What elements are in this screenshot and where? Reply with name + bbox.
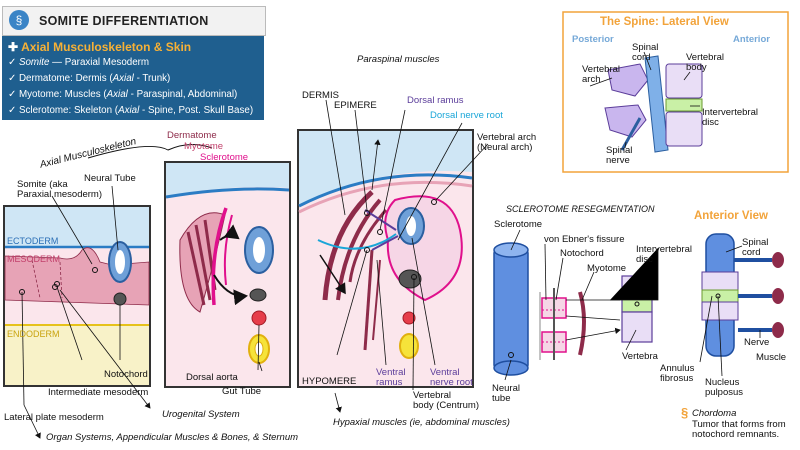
vertebra-label: Vertebra bbox=[622, 351, 658, 362]
panel-2-somite bbox=[164, 161, 291, 388]
title-bar: § SOMITE DIFFERENTIATION bbox=[2, 6, 266, 36]
dorsal-aorta-shape bbox=[251, 310, 267, 326]
summary-dermatome-text: Dermatome: Dermis ( bbox=[18, 73, 113, 84]
urogenital-label: Urogenital System bbox=[162, 409, 240, 420]
summary-dermatome-rest: - Trunk) bbox=[133, 73, 171, 84]
summary-line-myotome: ✓ Myotome: Muscles (Axial - Paraspinal, … bbox=[8, 89, 237, 100]
neural-tube-label: Neural Tube bbox=[84, 173, 136, 184]
summary-line-dermatome: ✓ Dermatome: Dermis (Axial - Trunk) bbox=[8, 73, 170, 84]
summary-myotome-text: Myotome: Muscles ( bbox=[18, 89, 107, 100]
somite-label: Somite (aka Paraxial mesoderm) bbox=[17, 179, 102, 200]
summary-line-sclerotome: ✓ Sclerotome: Skeleton (Axial - Spine, P… bbox=[8, 105, 253, 116]
vertebral-body-label: Vertebral body (Centrum) bbox=[413, 390, 479, 411]
lateral-plate-label: Lateral plate mesoderm bbox=[4, 412, 104, 423]
resegmentation-diagram bbox=[493, 229, 659, 381]
panel-3-body-wall bbox=[297, 99, 489, 413]
summary-box: ✚Axial Musculoskeleton & Skin ✓ Somite —… bbox=[2, 36, 264, 120]
myotome-label: Myotome bbox=[184, 141, 224, 152]
chordoma-text: Tumor that forms from notochord remnants… bbox=[692, 419, 786, 440]
ectoderm-label: ECTODERM bbox=[7, 236, 59, 246]
hypaxial-muscles-label: Hypaxial muscles (ie, abdominal muscles) bbox=[333, 417, 510, 428]
summary-sclerotome-rest: - Spine, Post. Skull Base) bbox=[139, 105, 254, 116]
ventral-ramus-label: Ventral ramus bbox=[376, 367, 406, 388]
resegmentation-notochord-label: Notochord bbox=[560, 248, 604, 259]
anterior-view-title: Anterior View bbox=[694, 210, 768, 222]
notochord-label: Notochord bbox=[104, 369, 148, 380]
page-title: SOMITE DIFFERENTIATION bbox=[39, 14, 209, 28]
lateral-spinal-cord-label: Spinal cord bbox=[632, 42, 659, 63]
summary-heading: ✚Axial Musculoskeleton & Skin bbox=[8, 40, 191, 54]
vertebral-arch-label: Vertebral arch (Neural arch) bbox=[477, 132, 537, 153]
check-icon: ✓ bbox=[8, 57, 17, 68]
panel-1-embryo bbox=[3, 144, 213, 439]
resegmentation-neural-tube-label: Neural tube bbox=[492, 383, 520, 404]
check-icon: ✓ bbox=[8, 105, 17, 116]
endoderm-label: ENDODERM bbox=[7, 329, 60, 339]
intermediate-mesoderm-label: Intermediate mesoderm bbox=[48, 387, 149, 398]
summary-line-somite: ✓ Somite — Paraxial Mesoderm bbox=[8, 57, 149, 68]
ectoderm-layer bbox=[5, 207, 149, 247]
dorsal-aorta-label: Dorsal aorta bbox=[186, 372, 238, 383]
summary-myotome-rest: - Paraspinal, Abdominal) bbox=[127, 89, 238, 100]
notochord-shape bbox=[113, 292, 127, 306]
lateral-view-panel bbox=[562, 11, 789, 173]
summary-sclerotome-axial: Axial bbox=[118, 105, 140, 116]
organ-systems-label: Organ Systems, Appendicular Muscles & Bo… bbox=[46, 432, 299, 443]
lateral-vertebral-arch-label: Vertebral arch bbox=[582, 64, 621, 85]
paraspinal-muscles-label: Paraspinal muscles bbox=[357, 54, 440, 65]
chordoma-icon: § bbox=[681, 405, 689, 420]
lateral-disc-label: Intervertebral disc bbox=[702, 107, 758, 128]
summary-myotome-axial: Axial bbox=[106, 89, 128, 100]
summary-heading-text: Axial Musculoskeleton & Skin bbox=[21, 40, 192, 54]
sclerotome-label: Sclerotome bbox=[200, 152, 249, 163]
posterior-label: Posterior bbox=[572, 34, 614, 45]
spine-logo-icon: § bbox=[9, 10, 29, 30]
check-icon: ✓ bbox=[8, 73, 17, 84]
nerve-label: Nerve bbox=[744, 337, 770, 348]
resegmentation-myotome-label: Myotome bbox=[587, 263, 627, 274]
summary-somite-rest: — Paraxial Mesoderm bbox=[49, 57, 150, 68]
von-ebner-label: von Ebner's fissure bbox=[544, 234, 625, 245]
epimere-label: EPIMERE bbox=[334, 100, 377, 111]
anterior-view-diagram bbox=[699, 233, 784, 377]
dorsal-nerve-root-label: Dorsal nerve root bbox=[430, 110, 503, 121]
mesoderm-layer bbox=[4, 247, 150, 306]
resegmentation-sclerotome-label: Sclerotome bbox=[494, 219, 543, 230]
resegmentation-disc-label: Intervertebral disc bbox=[636, 244, 692, 265]
summary-somite-term: Somite bbox=[18, 57, 50, 68]
spinal-nerve-label: Spinal nerve bbox=[606, 145, 633, 166]
chordoma-title: Chordoma bbox=[692, 408, 737, 419]
lateral-view-title: The Spine: Lateral View bbox=[600, 16, 729, 28]
mesoderm-label: MESODERM bbox=[7, 254, 61, 264]
muscle-label: Muscle bbox=[756, 352, 787, 363]
annulus-label: Annulus fibrosus bbox=[660, 363, 695, 384]
dorsal-ramus-label: Dorsal ramus bbox=[407, 95, 464, 106]
anterior-label: Anterior bbox=[733, 34, 770, 45]
check-icon: ✓ bbox=[8, 89, 17, 100]
anterior-spinal-cord-label: Spinal cord bbox=[742, 237, 769, 258]
plus-icon: ✚ bbox=[8, 40, 19, 54]
sclerotome-line bbox=[211, 207, 228, 306]
ventral-nerve-root-label: Ventral nerve root bbox=[430, 367, 473, 388]
lateral-vertebral-body-label: Vertebral body bbox=[686, 52, 725, 73]
dermatome-label: Dermatome bbox=[167, 130, 217, 141]
gut-tube-label: Gut Tube bbox=[222, 386, 262, 397]
hypomere-label: HYPOMERE bbox=[302, 376, 357, 387]
nucleus-label: Nucleus pulposus bbox=[705, 377, 744, 398]
summary-dermatome-axial: Axial bbox=[112, 73, 134, 84]
dermis-label: DERMIS bbox=[302, 90, 339, 101]
summary-sclerotome-text: Sclerotome: Skeleton ( bbox=[18, 105, 119, 116]
resegmentation-title: SCLEROTOME RESEGMENTATION bbox=[506, 204, 655, 214]
